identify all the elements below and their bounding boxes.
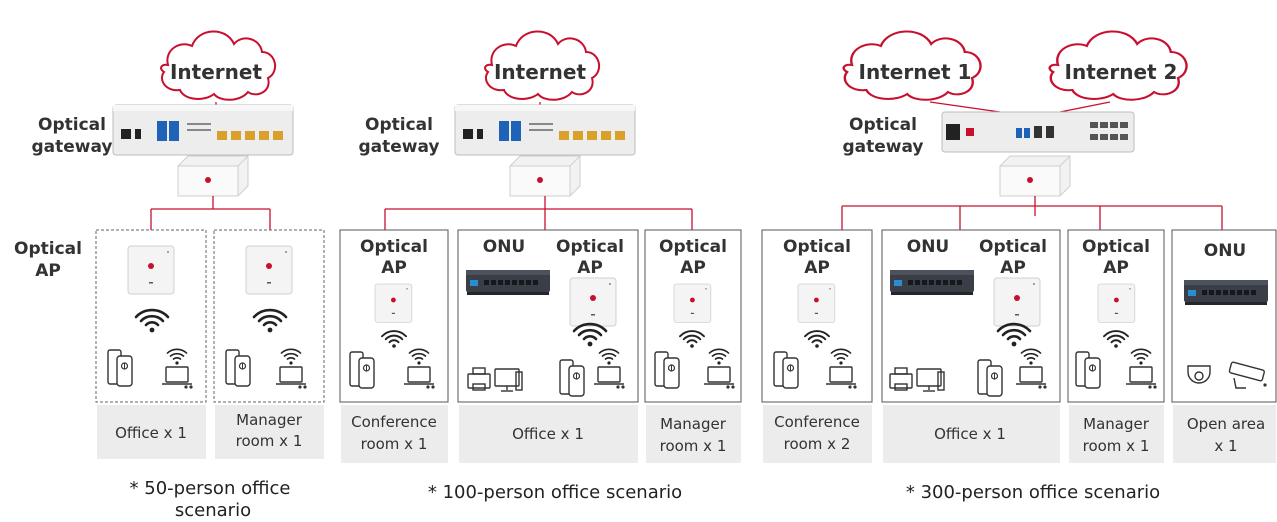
room-label: room x 1 xyxy=(660,437,727,455)
optical-ap-icon xyxy=(127,245,175,295)
room-label: Manager xyxy=(660,415,727,433)
splitter-icon xyxy=(999,155,1071,197)
optical-ap-icon xyxy=(374,283,413,323)
room-label: Conference xyxy=(351,413,437,431)
room-manager xyxy=(215,405,324,459)
optical-gateway-icon xyxy=(454,104,636,156)
gateway-label: Optical xyxy=(849,115,917,135)
room-open-area xyxy=(1173,405,1276,463)
ap-label: AP xyxy=(35,261,61,281)
box-title: Optical xyxy=(783,237,851,257)
box-title: Optical xyxy=(360,237,428,257)
room-label: Open area xyxy=(1187,415,1265,433)
room-label: Office x 1 xyxy=(115,424,187,442)
room-label: room x 2 xyxy=(784,435,851,453)
box-title: Optical xyxy=(1082,237,1150,257)
box-title: AP xyxy=(804,258,830,278)
gateway-label: gateway xyxy=(842,137,923,157)
box-title: AP xyxy=(1103,258,1129,278)
room-label: Conference xyxy=(774,413,860,431)
room-label: x 1 xyxy=(1214,437,1237,455)
room-label: room x 1 xyxy=(361,435,428,453)
room-manager xyxy=(646,405,741,463)
room-label: room x 1 xyxy=(1083,437,1150,455)
room-conference xyxy=(341,405,448,463)
bullet-camera-icon xyxy=(1228,361,1267,389)
onu-label: ONU xyxy=(907,237,949,257)
box-title: AP xyxy=(381,258,407,278)
cloud-label: Internet 2 xyxy=(1065,60,1178,84)
room-office xyxy=(459,405,638,463)
ap-label: Optical xyxy=(14,239,82,259)
box-title: AP xyxy=(680,258,706,278)
onu-label: ONU xyxy=(1204,241,1246,261)
optical-ap-icon xyxy=(245,245,293,295)
optical-gateway-icon xyxy=(112,104,294,156)
cloud-label: Internet xyxy=(494,60,586,84)
scenario-caption: * 50-person office xyxy=(130,478,291,499)
onu-icon xyxy=(890,270,974,295)
splitter-icon xyxy=(509,155,581,197)
scenario-100: Internet Optical gateway Optical AP ONU … xyxy=(339,30,742,503)
box-title: Optical xyxy=(556,237,624,257)
gateway-label: gateway xyxy=(31,137,112,157)
optical-ap-icon xyxy=(569,277,617,327)
onu-icon xyxy=(1184,280,1268,305)
room-label: room x 1 xyxy=(236,432,303,450)
optical-ap-icon xyxy=(797,283,836,323)
scenario-caption: scenario xyxy=(175,500,251,521)
cloud-label: Internet xyxy=(170,60,262,84)
splitter-icon xyxy=(177,155,249,197)
room-label: Office x 1 xyxy=(512,425,584,443)
gateway-label: Optical xyxy=(38,115,106,135)
room-label: Office x 1 xyxy=(934,425,1006,443)
room-label: Manager xyxy=(1083,415,1150,433)
onu-icon xyxy=(466,270,550,295)
scenario-caption: * 300-person office scenario xyxy=(906,482,1160,503)
optical-ap-icon xyxy=(673,283,712,323)
room-manager xyxy=(1069,405,1164,463)
room-office xyxy=(97,405,206,459)
room-conference xyxy=(763,405,872,463)
box-title: AP xyxy=(577,258,603,278)
box-title: AP xyxy=(1000,258,1026,278)
scenario-50: Internet Optical gateway Optical AP Offi… xyxy=(14,30,325,521)
optical-gateway-icon xyxy=(941,111,1135,153)
optical-ap-icon xyxy=(1097,283,1136,323)
room-office xyxy=(883,405,1060,463)
open-area-box xyxy=(1171,229,1277,403)
onu-label: ONU xyxy=(483,237,525,257)
box-title: Optical xyxy=(659,237,727,257)
scenario-caption: * 100-person office scenario xyxy=(428,482,682,503)
scenario-300: Internet 1 Internet 2 Optical gateway Op… xyxy=(761,30,1277,503)
cloud-label: Internet 1 xyxy=(859,60,972,84)
gateway-label: Optical xyxy=(365,115,433,135)
room-label: Manager xyxy=(236,411,303,429)
dome-camera-icon xyxy=(1187,365,1211,384)
optical-ap-icon xyxy=(993,277,1041,327)
gateway-label: gateway xyxy=(358,137,439,157)
box-title: Optical xyxy=(979,237,1047,257)
